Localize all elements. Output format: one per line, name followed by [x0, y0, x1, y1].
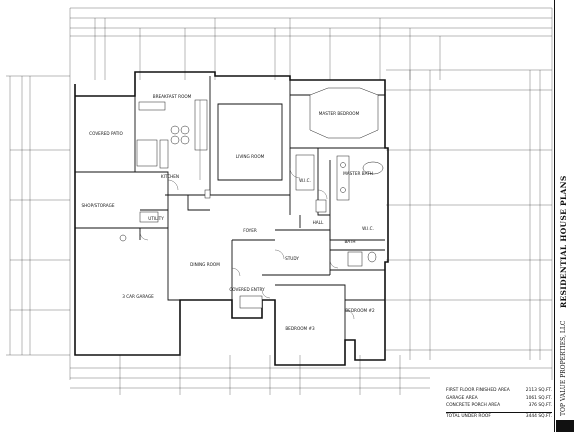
- area-value: 2113 SQ.FT.: [525, 388, 552, 393]
- label-breakfast: BREAKFAST ROOM: [153, 94, 192, 99]
- company-name: TOP VALUE PROPERTIES, LLC: [560, 320, 567, 416]
- area-row: FIRST FLOOR FINISHED AREA 2113 SQ.FT.: [446, 388, 552, 396]
- dimension-lines: [6, 7, 553, 395]
- label-foyer: FOYER: [243, 228, 257, 233]
- label-master-bed: MASTER BEDROOM: [319, 111, 360, 116]
- fixtures: [119, 87, 384, 355]
- company-area: TOP VALUE PROPERTIES, LLC: [556, 320, 574, 420]
- label-wic: W.I.C.: [299, 178, 311, 183]
- title-block: [554, 0, 576, 432]
- label-utility: UTILITY: [148, 216, 164, 221]
- area-schedule: FIRST FLOOR FINISHED AREA 2113 SQ.FT. GA…: [446, 388, 552, 421]
- label-study: STUDY: [285, 256, 299, 261]
- label-hall: HALL: [313, 220, 324, 225]
- interior-walls: [75, 76, 385, 340]
- area-label: CONCRETE PORCH AREA: [446, 403, 501, 408]
- sheet-title: RESIDENTIAL HOUSE PLANS: [559, 175, 568, 308]
- total-label: TOTAL UNDER ROOF: [446, 413, 491, 419]
- label-shop: SHOP/STORAGE: [82, 203, 115, 208]
- label-dining: DINING ROOM: [190, 262, 220, 267]
- area-value: 1061 SQ.FT.: [525, 395, 552, 401]
- label-bedroom3: BEDROOM #3: [285, 326, 315, 331]
- label-bath: BATH: [344, 239, 355, 244]
- area-row: CONCRETE PORCH AREA 376 SQ.FT.: [446, 403, 552, 411]
- area-total-row: TOTAL UNDER ROOF 3444 SQ.FT.: [446, 411, 552, 422]
- area-label: GARAGE AREA: [446, 395, 478, 401]
- label-bedroom2: BEDROOM #2: [345, 308, 375, 313]
- exterior-walls: [74, 71, 389, 366]
- room-labels: BREAKFAST ROOM COVERED PATIO KITCHEN LIV…: [82, 94, 376, 331]
- sheet-title-area: RESIDENTIAL HOUSE PLANS: [556, 140, 574, 310]
- total-value: 3444 SQ.FT.: [525, 413, 552, 419]
- label-living: LIVING ROOM: [236, 154, 265, 159]
- label-master-bath: MASTER BATH: [343, 171, 373, 176]
- area-value: 376 SQ.FT.: [528, 403, 552, 408]
- label-patio: COVERED PATIO: [89, 131, 123, 136]
- label-wic2: W.I.C.: [362, 226, 374, 231]
- label-covered-entry: COVERED ENTRY: [229, 287, 265, 292]
- door-swings: [139, 167, 355, 320]
- label-kitchen: KITCHEN: [161, 174, 179, 179]
- label-garage: 3 CAR GARAGE: [122, 294, 154, 299]
- area-row: GARAGE AREA 1061 SQ.FT.: [446, 396, 552, 404]
- area-label: FIRST FLOOR FINISHED AREA: [446, 388, 510, 393]
- sheet-number-mark: [556, 420, 574, 432]
